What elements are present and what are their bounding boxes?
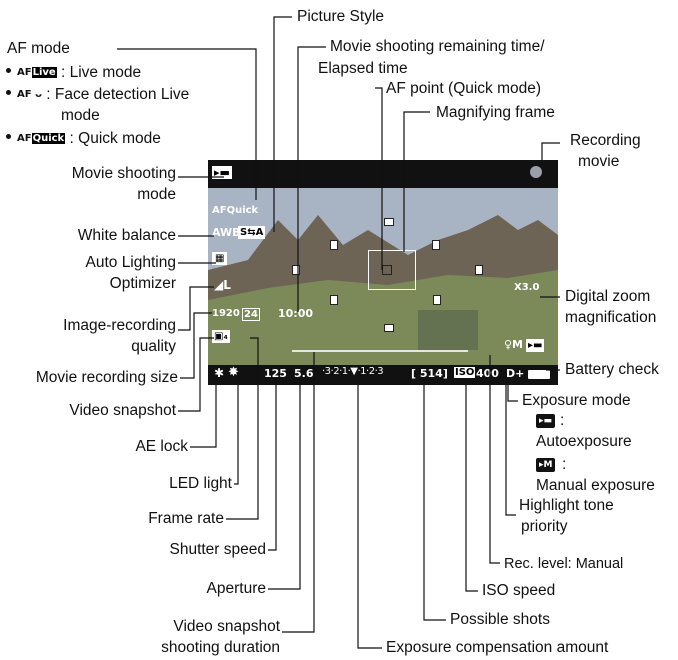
af-marker	[330, 295, 338, 305]
label-rec-level: Rec. level: Manual	[504, 556, 624, 572]
af-marker	[292, 265, 300, 275]
shutter-value: 125	[264, 367, 287, 380]
label-aperture: Aperture	[206, 580, 266, 597]
movie-time-value: 10:00	[278, 307, 314, 320]
frame-rate-icon: 24	[242, 308, 260, 321]
label-video-snapshot: Video snapshot	[69, 402, 176, 419]
label-possible-shots: Possible shots	[450, 611, 550, 628]
label-irq-1: Image-recording	[63, 317, 176, 334]
rec-level-icon: ♀M	[504, 338, 524, 351]
alo-icon: ▦	[212, 252, 228, 265]
label-irq-2: quality	[131, 338, 176, 355]
leader-rec-level	[489, 355, 500, 564]
manual-exposure-icon: ▸M	[536, 458, 556, 472]
top-bar	[208, 160, 558, 188]
af-mode-face-cont: mode	[61, 107, 100, 124]
af-mode-quick: AFQuick : Quick mode	[6, 129, 161, 149]
leader-led	[234, 374, 239, 485]
af-marker	[384, 324, 394, 332]
highlight-icon: D+	[506, 367, 525, 380]
label-alo-2: Optimizer	[109, 275, 176, 292]
af-marker	[330, 240, 338, 250]
label-ae-lock: AE lock	[135, 438, 188, 455]
video-snapshot-icon: ▣₄	[212, 330, 230, 343]
shadow	[418, 310, 478, 350]
bullet	[6, 90, 11, 96]
leader-highlight	[505, 380, 516, 516]
camera-screen: ▸▬ AFQuick AWB S⇆A ▦ ◢L 1920 24 10:00 ▣₄…	[208, 160, 558, 385]
bullet	[6, 134, 11, 140]
scene-image	[208, 160, 558, 385]
exposure-scale: ·3·2·1·▼·1·2·3	[322, 366, 384, 377]
label-vs-duration-2: shooting duration	[161, 639, 280, 656]
label-highlight-1: Highlight tone	[519, 497, 614, 514]
label-recording-2: movie	[578, 153, 620, 170]
label-magnifying-frame: Magnifying frame	[436, 104, 555, 121]
label-movie-mode-2: mode	[137, 186, 176, 203]
af-mode-live: AFLive : Live mode	[6, 63, 141, 83]
label-highlight-2: priority	[521, 518, 568, 535]
label-manual-exposure: Manual exposure	[536, 477, 655, 494]
battery-icon	[528, 370, 550, 379]
zoom-value: X3.0	[514, 282, 540, 293]
af-quick-mode-icon: AFQuick	[17, 132, 66, 144]
label-movie-size: Movie recording size	[35, 369, 178, 386]
leader-exp-comp	[357, 380, 382, 649]
label-alo-1: Auto Lighting	[85, 254, 177, 271]
magnifying-frame	[368, 250, 416, 290]
label-autoexposure: Autoexposure	[536, 433, 632, 450]
af-quick-icon: AFQuick	[212, 205, 259, 216]
label-recording-1: Recording	[570, 132, 641, 149]
ae-lock-icon: ✱	[214, 366, 225, 380]
picture-style-icon: S⇆A	[238, 226, 266, 239]
label-shutter: Shutter speed	[169, 541, 266, 558]
label-zoom-2: magnification	[565, 309, 657, 326]
leader-possible-shots	[423, 380, 446, 621]
label-zoom-1: Digital zoom	[565, 288, 651, 305]
af-marker	[432, 240, 440, 250]
leader-aperture	[268, 380, 301, 590]
colon: :	[562, 456, 567, 473]
label-movie-time-1: Movie shooting remaining time/	[330, 38, 545, 55]
exposure-mode-icon: ▸▬	[526, 339, 545, 352]
af-point	[382, 265, 392, 275]
label-movie-mode-1: Movie shooting	[71, 165, 176, 182]
leader-shutter	[268, 378, 277, 551]
label-led: LED light	[169, 475, 232, 492]
af-mode-face: AF ᴗ : Face detection Live	[6, 85, 189, 105]
label-vs-duration-1: Video snapshot	[173, 618, 280, 635]
label-af-mode: AF mode	[7, 40, 70, 57]
label-picture-style: Picture Style	[297, 8, 385, 25]
shots-value: [ 514]	[411, 367, 448, 380]
quality-icon: ◢L	[214, 278, 231, 292]
aperture-value: 5.6	[294, 367, 314, 380]
label-frame-rate: Frame rate	[148, 510, 224, 527]
label-exposure-mode: Exposure mode	[522, 392, 631, 409]
af-marker	[433, 295, 441, 305]
led-light-icon: ✸	[228, 365, 239, 380]
movie-mode-icon: ▸▬	[212, 166, 232, 179]
af-face-icon: AF ᴗ	[17, 88, 42, 100]
label-iso: ISO speed	[482, 582, 556, 599]
autoexposure-icon: ▸▬	[536, 414, 556, 428]
recording-dot-icon	[530, 166, 542, 178]
label-movie-time-2: Elapsed time	[318, 60, 408, 77]
label-af-point: AF point (Quick mode)	[386, 80, 542, 97]
colon: :	[560, 412, 565, 429]
label-battery: Battery check	[565, 361, 659, 378]
label-exp-comp: Exposure compensation amount	[386, 639, 609, 656]
leader-vs-duration	[282, 352, 315, 633]
iso-label: ISO	[454, 367, 476, 378]
wb-icon: AWB	[212, 226, 241, 239]
af-marker	[384, 218, 394, 226]
label-white-balance: White balance	[77, 227, 176, 244]
iso-value: 400	[476, 367, 499, 380]
bullet	[6, 68, 11, 74]
movie-size-icon: 1920	[212, 308, 240, 319]
af-live-icon: AFLive	[17, 66, 57, 78]
snapshot-duration-bar	[292, 350, 468, 352]
af-marker	[475, 265, 483, 275]
leader-iso	[465, 380, 478, 592]
